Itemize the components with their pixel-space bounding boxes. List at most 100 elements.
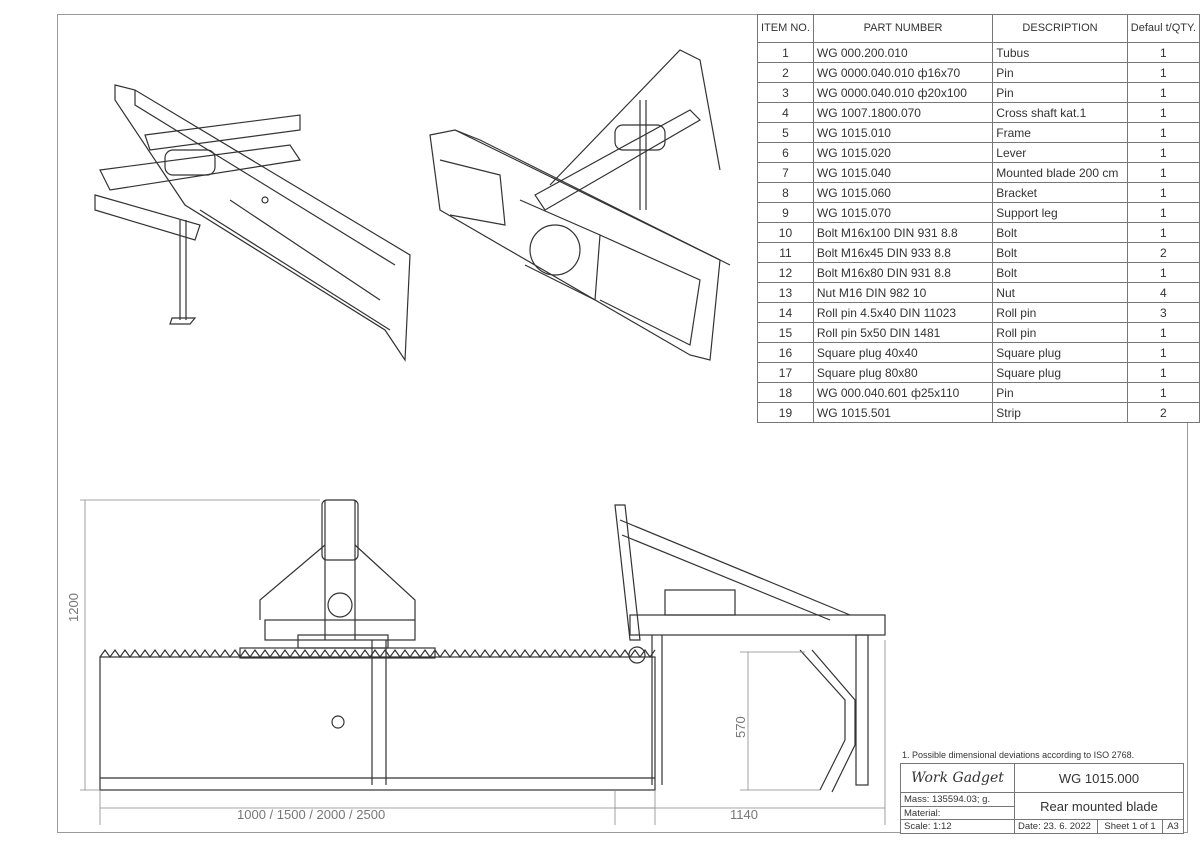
cell-item-no: 4 <box>757 102 814 123</box>
dimension-height: 1200 <box>66 593 81 622</box>
side-view <box>614 504 886 825</box>
cell-quantity: 1 <box>1126 102 1200 123</box>
cell-item-no: 9 <box>757 202 814 223</box>
cell-item-no: 12 <box>757 262 814 283</box>
cell-part-number: Bolt M16x45 DIN 933 8.8 <box>812 242 994 263</box>
title-block: Work Gadget WG 1015.000 Mass: 135594.03;… <box>900 763 1184 834</box>
cell-description: Support leg <box>992 202 1128 223</box>
cell-part-number: WG 1015.010 <box>812 122 994 143</box>
cell-quantity: 1 <box>1126 222 1200 243</box>
header-item-no: ITEM NO. <box>757 14 814 43</box>
cell-description: Bolt <box>992 222 1128 243</box>
cell-quantity: 2 <box>1126 242 1200 263</box>
cell-part-number: WG 0000.040.010 ф16x70 <box>812 62 994 83</box>
cell-quantity: 1 <box>1126 262 1200 283</box>
dimension-width: 1000 / 1500 / 2000 / 2500 <box>237 807 386 822</box>
cell-item-no: 7 <box>757 162 814 183</box>
cell-description: Pin <box>992 382 1128 403</box>
cell-part-number: Bolt M16x100 DIN 931 8.8 <box>812 222 994 243</box>
cell-part-number: WG 1015.501 <box>812 402 994 423</box>
cell-item-no: 1 <box>757 42 814 63</box>
cell-quantity: 1 <box>1126 42 1200 63</box>
cell-part-number: Roll pin 4.5x40 DIN 11023 <box>812 302 994 323</box>
cell-quantity: 1 <box>1126 182 1200 203</box>
cell-part-number: WG 1015.040 <box>812 162 994 183</box>
cell-item-no: 18 <box>757 382 814 403</box>
scale: Scale: 1:12 <box>900 819 1015 834</box>
material: Material: <box>900 806 1015 820</box>
isometric-view-right <box>429 49 731 361</box>
cell-part-number: WG 1007.1800.070 <box>812 102 994 123</box>
cell-quantity: 1 <box>1126 382 1200 403</box>
cell-quantity: 1 <box>1126 342 1200 363</box>
cell-item-no: 13 <box>757 282 814 303</box>
cell-part-number: WG 000.200.010 <box>812 42 994 63</box>
cell-item-no: 17 <box>757 362 814 383</box>
cell-quantity: 3 <box>1126 302 1200 323</box>
header-description: DESCRIPTION <box>992 14 1128 43</box>
cell-quantity: 4 <box>1126 282 1200 303</box>
cell-part-number: Bolt M16x80 DIN 931 8.8 <box>812 262 994 283</box>
tolerance-note: 1. Possible dimensional deviations accor… <box>902 750 1135 760</box>
cell-part-number: Roll pin 5x50 DIN 1481 <box>812 322 994 343</box>
cell-quantity: 1 <box>1126 142 1200 163</box>
cell-quantity: 1 <box>1126 202 1200 223</box>
cell-part-number: Square plug 40x40 <box>812 342 994 363</box>
cell-description: Strip <box>992 402 1128 423</box>
cell-item-no: 2 <box>757 62 814 83</box>
cell-quantity: 1 <box>1126 62 1200 83</box>
drawing-number: WG 1015.000 <box>1014 763 1184 793</box>
cell-quantity: 1 <box>1126 122 1200 143</box>
cell-part-number: Square plug 80x80 <box>812 362 994 383</box>
cell-quantity: 1 <box>1126 82 1200 103</box>
cell-description: Tubus <box>992 42 1128 63</box>
cell-description: Pin <box>992 62 1128 83</box>
cell-description: Lever <box>992 142 1128 163</box>
cell-item-no: 14 <box>757 302 814 323</box>
cell-description: Pin <box>992 82 1128 103</box>
cell-description: Bracket <box>992 182 1128 203</box>
cell-part-number: Nut M16 DIN 982 10 <box>812 282 994 303</box>
dimension-depth: 1140 <box>730 807 758 822</box>
cell-description: Square plug <box>992 362 1128 383</box>
sheet-border <box>57 14 1188 833</box>
cell-item-no: 3 <box>757 82 814 103</box>
mass: Mass: 135594.03; g. <box>900 792 1015 807</box>
cell-description: Square plug <box>992 342 1128 363</box>
cell-item-no: 10 <box>757 222 814 243</box>
header-quantity: Defaul t/QTY. <box>1126 14 1200 43</box>
bom-header-row: ITEM NO. PART NUMBER DESCRIPTION Defaul … <box>757 14 1200 43</box>
cell-item-no: 11 <box>757 242 814 263</box>
cell-description: Cross shaft kat.1 <box>992 102 1128 123</box>
cell-item-no: 19 <box>757 402 814 423</box>
cell-description: Nut <box>992 282 1128 303</box>
cell-item-no: 15 <box>757 322 814 343</box>
cell-quantity: 1 <box>1126 322 1200 343</box>
cell-description: Frame <box>992 122 1128 143</box>
sheet-number: Sheet 1 of 1 <box>1097 819 1163 834</box>
cell-quantity: 2 <box>1126 402 1200 423</box>
paper-size: A3 <box>1162 819 1184 834</box>
cell-item-no: 8 <box>757 182 814 203</box>
front-view <box>80 499 656 825</box>
cell-part-number: WG 1015.070 <box>812 202 994 223</box>
cell-part-number: WG 1015.060 <box>812 182 994 203</box>
cell-part-number: WG 000.040.601 ф25x110 <box>812 382 994 403</box>
cell-item-no: 16 <box>757 342 814 363</box>
cell-part-number: WG 0000.040.010 ф20x100 <box>812 82 994 103</box>
